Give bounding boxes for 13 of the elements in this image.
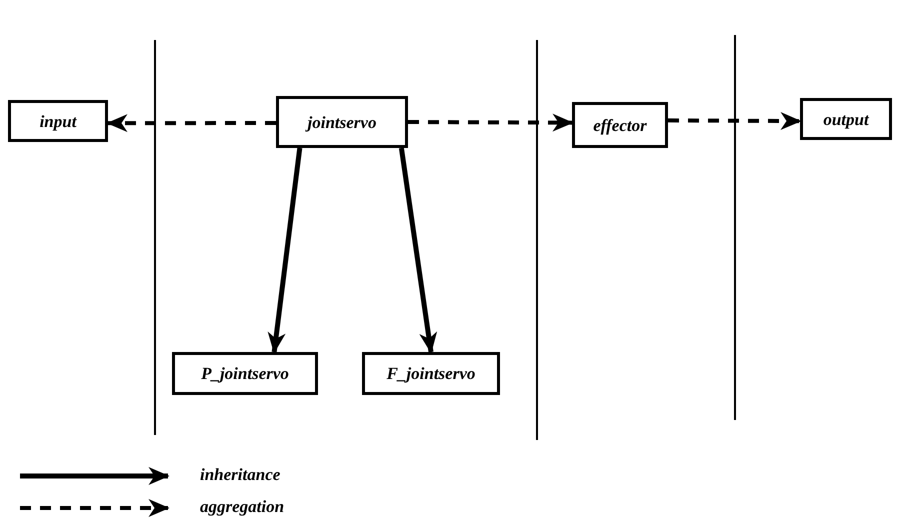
- class-box: F_jointservo: [362, 352, 500, 395]
- arrow: [398, 148, 438, 354]
- arrow: [668, 112, 802, 130]
- arrow: [408, 114, 574, 132]
- arrow: [106, 114, 276, 132]
- arrow: [268, 148, 302, 354]
- class-box: jointservo: [276, 96, 408, 148]
- legend-label: aggregation: [200, 498, 284, 515]
- legend-label: inheritance: [200, 466, 280, 483]
- class-box: effector: [572, 102, 668, 148]
- class-box: output: [800, 98, 892, 140]
- class-box: input: [8, 100, 108, 142]
- class-box: P_jointservo: [172, 352, 318, 395]
